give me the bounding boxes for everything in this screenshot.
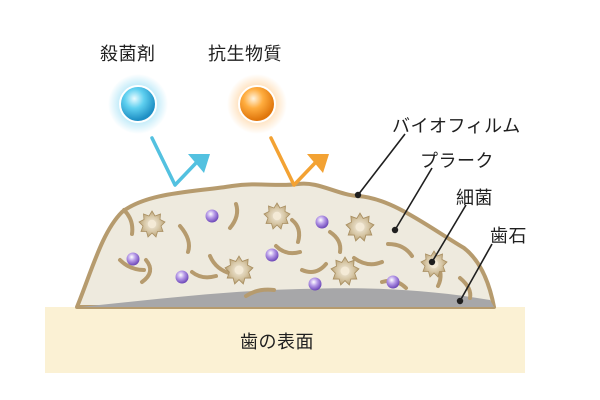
label-biofilm: バイオフィルム [392,116,521,137]
leader-dot-bacteria [428,258,436,266]
label-tartar: 歯石 [490,226,527,247]
antibiotic-arrow [269,136,329,187]
label-plaque: プラーク [420,151,494,172]
tartar-layer [80,288,494,307]
label-antibiotic: 抗生物質 [208,44,282,65]
antibiotic-ball [227,74,287,134]
antiseptic-ball [108,74,168,134]
biofilm-body [75,181,496,309]
label-bacteria: 細菌 [456,188,493,209]
leader-dot-tartar [456,297,464,305]
tooth-surface [45,307,525,373]
antiseptic-arrow [150,136,210,187]
particles-group [126,209,400,291]
label-antiseptic: 殺菌剤 [100,44,156,65]
leader-dot-biofilm [354,191,362,199]
leader-dot-plaque [391,226,399,234]
leader-lines [357,133,493,302]
label-tooth-surface: 歯の表面 [240,332,314,353]
